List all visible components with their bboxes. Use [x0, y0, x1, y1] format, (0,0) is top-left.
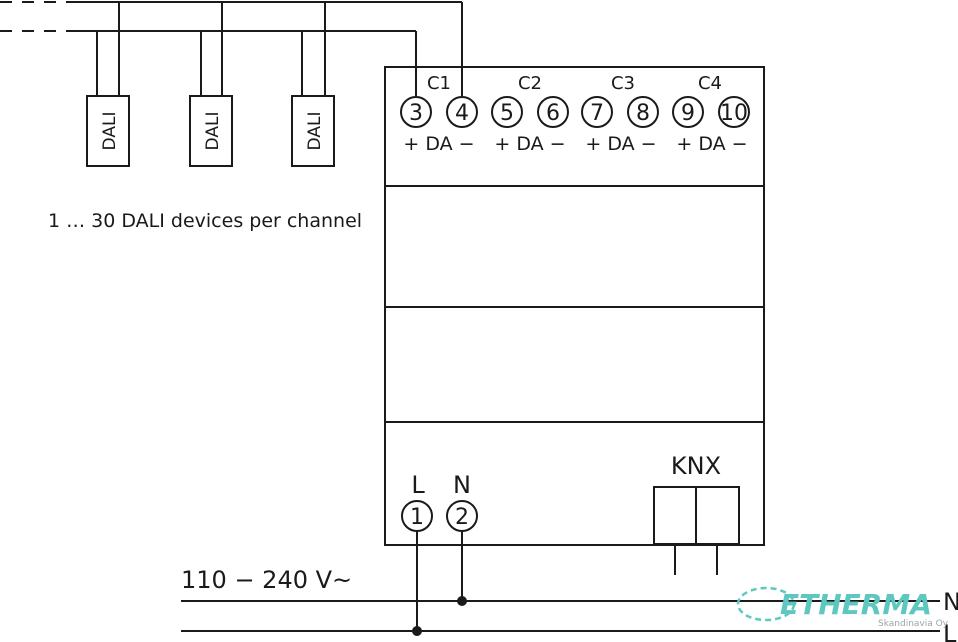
- power-n-label: N: [453, 471, 471, 499]
- svg-text:2: 2: [455, 505, 469, 530]
- terminal-8: 8: [627, 96, 659, 128]
- svg-text:1: 1: [410, 505, 424, 530]
- terminal-2: 2: [446, 500, 478, 532]
- svg-text:3: 3: [409, 101, 423, 126]
- svg-text:7: 7: [590, 101, 604, 126]
- polarity-label-c1: + DA −: [403, 133, 474, 155]
- channel-label-c2: C2: [518, 73, 542, 94]
- svg-text:6: 6: [546, 101, 560, 126]
- knx-label: KNX: [671, 452, 721, 480]
- power-wires: [181, 531, 940, 636]
- channel-label-c1: C1: [427, 73, 451, 94]
- terminal-1: 1: [401, 500, 433, 532]
- bus-n-label: N: [943, 588, 958, 616]
- terminal-3: 3: [400, 96, 432, 128]
- voltage-label: 110 − 240 V~: [181, 566, 352, 594]
- logo-subtext: Skandinavia Oy: [878, 619, 949, 629]
- terminal-7: 7: [581, 96, 613, 128]
- device-count-note: 1 … 30 DALI devices per channel: [48, 210, 362, 232]
- svg-text:9: 9: [681, 101, 695, 126]
- gateway-housing: [384, 66, 765, 546]
- svg-text:5: 5: [500, 101, 514, 126]
- power-l-label: L: [411, 471, 425, 499]
- terminal-10: 10: [718, 96, 750, 128]
- dali-device-label: DALI: [305, 112, 325, 151]
- dali-device-3: DALI: [291, 2, 335, 167]
- dali-device-label: DALI: [203, 112, 223, 151]
- polarity-label-c2: + DA −: [494, 133, 565, 155]
- logo-text: ETHERMA: [780, 588, 932, 621]
- terminal-6: 6: [537, 96, 569, 128]
- channel-label-c4: C4: [698, 73, 722, 94]
- channel-label-c3: C3: [611, 73, 635, 94]
- svg-text:8: 8: [636, 101, 650, 126]
- dali-bus-wires: [0, 1, 463, 96]
- terminal-4: 4: [446, 96, 478, 128]
- polarity-label-c3: + DA −: [585, 133, 656, 155]
- etherma-logo: ETHERMA Skandinavia Oy: [736, 586, 949, 629]
- dali-device-label: DALI: [100, 112, 120, 151]
- terminal-9: 9: [672, 96, 704, 128]
- knx-connector: [653, 486, 740, 575]
- bus-l-label: L: [943, 620, 957, 642]
- svg-text:10: 10: [720, 101, 748, 126]
- dali-device-1: DALI: [86, 2, 130, 167]
- svg-text:4: 4: [455, 101, 469, 126]
- terminal-5: 5: [491, 96, 523, 128]
- polarity-label-c4: + DA −: [676, 133, 747, 155]
- dali-device-2: DALI: [189, 2, 233, 167]
